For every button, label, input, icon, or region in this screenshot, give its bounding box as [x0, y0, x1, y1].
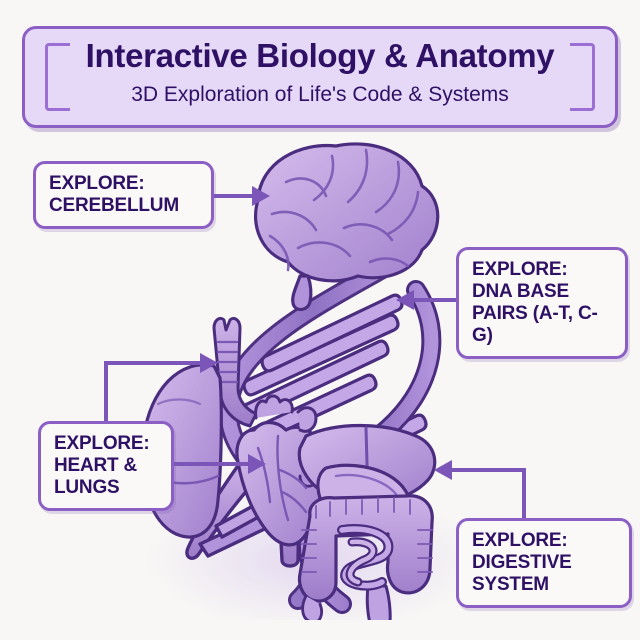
bracket-bottom-left-icon [45, 50, 70, 111]
brain-organ [253, 142, 440, 312]
page-subtitle: 3D Exploration of Life's Code & Systems [131, 83, 509, 106]
page-title: Interactive Biology & Anatomy [85, 37, 555, 74]
callout-digestive-lead: EXPLORE: [472, 530, 568, 551]
header-banner: Interactive Biology & Anatomy 3D Explora… [22, 26, 618, 128]
callout-cerebellum-lead: EXPLORE: [49, 173, 145, 194]
bracket-bottom-right-icon [570, 50, 595, 111]
small-intestine-organ [337, 524, 394, 591]
callout-dna-body: DNA BASE PAIRS (A-T, C-G) [472, 281, 598, 347]
callout-heart-lungs[interactable]: EXPLORE: HEART & LUNGS [38, 421, 174, 512]
anatomy-illustration [140, 142, 485, 620]
callout-cerebellum-body: CEREBELLUM [49, 195, 179, 217]
callout-dna-lead: EXPLORE: [472, 259, 568, 280]
trachea-organ [212, 316, 258, 428]
large-intestine-organ [297, 494, 434, 620]
callout-heart-body: HEART & LUNGS [54, 455, 138, 499]
callout-digestive-body: DIGESTIVE SYSTEM [472, 552, 572, 596]
callout-digestive-system[interactable]: EXPLORE: DIGESTIVE SYSTEM [456, 518, 632, 609]
callout-dna-base-pairs[interactable]: EXPLORE: DNA BASE PAIRS (A-T, C-G) [456, 247, 628, 360]
callout-cerebellum[interactable]: EXPLORE: CEREBELLUM [33, 161, 214, 230]
callout-heart-lead: EXPLORE: [54, 433, 150, 454]
